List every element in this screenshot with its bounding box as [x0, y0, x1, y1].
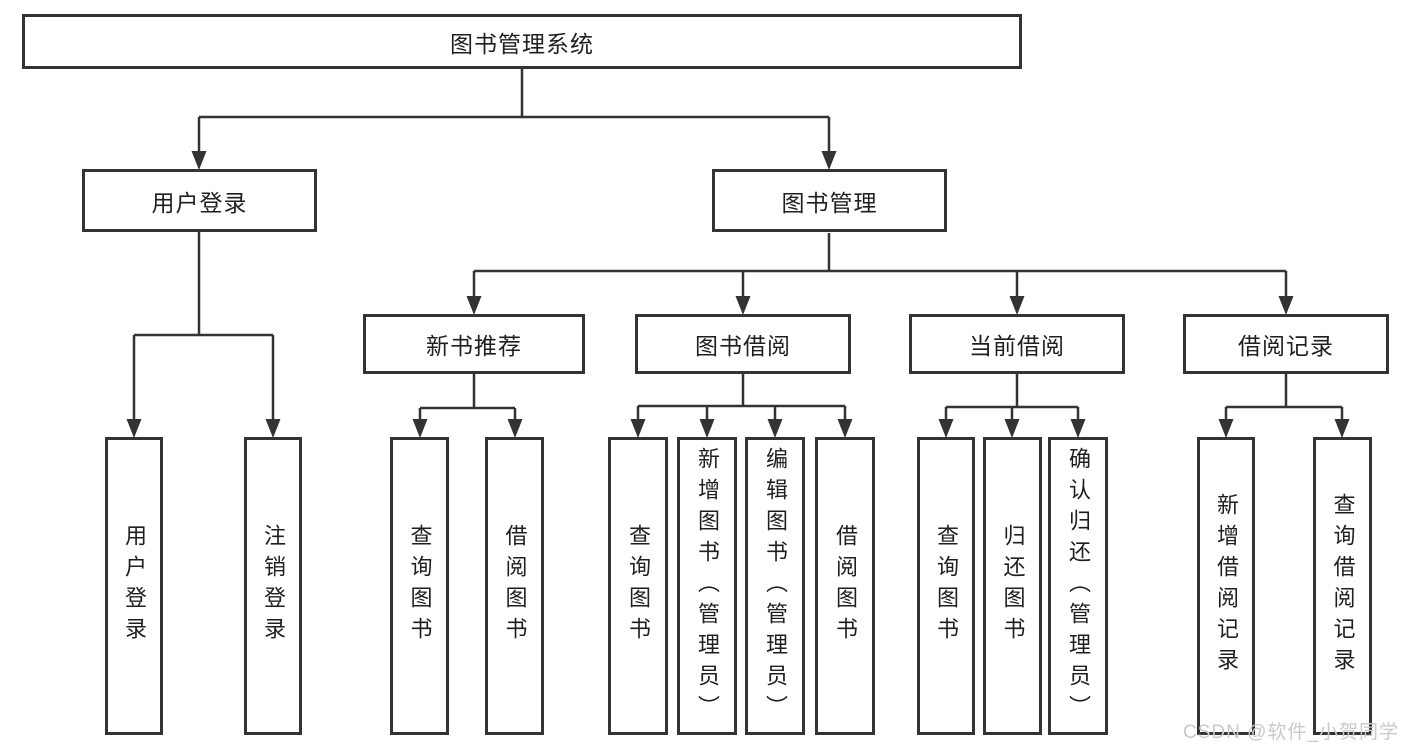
node-current-borrow-label: 当前借阅 — [969, 333, 1065, 359]
leaf-query-books-recommend: 查询图书 — [390, 437, 449, 735]
arrowhead — [191, 151, 207, 170]
leaf-add-book-admin-label: 新增图书（管理员） — [695, 446, 720, 726]
leaf-return-book: 归还图书 — [983, 437, 1042, 735]
connector-bookborrow-to-leaves — [630, 374, 853, 438]
node-new-book-recommend-label: 新书推荐 — [426, 333, 522, 359]
leaf-query-books-borrow: 查询图书 — [608, 437, 668, 735]
node-book-borrow: 图书借阅 — [635, 314, 851, 374]
arrowhead — [412, 419, 428, 438]
node-user-login-label: 用户登录 — [151, 189, 248, 216]
node-new-book-recommend: 新书推荐 — [363, 314, 585, 374]
node-current-borrow: 当前借阅 — [909, 314, 1125, 374]
leaf-add-book-admin: 新增图书（管理员） — [677, 437, 737, 735]
arrowhead — [821, 151, 837, 170]
node-user-login: 用户登录 — [82, 169, 317, 232]
leaf-edit-book-admin: 编辑图书（管理员） — [745, 437, 805, 735]
arrowhead — [938, 419, 954, 438]
arrowhead — [735, 296, 751, 315]
connector-userlogin-to-leaves — [126, 232, 281, 438]
arrowhead — [1070, 419, 1086, 438]
arrowhead — [1278, 296, 1294, 315]
leaf-return-book-label: 归还图书 — [1000, 524, 1026, 648]
leaf-query-books-current-label: 查询图书 — [934, 524, 959, 648]
leaf-user-login-label: 用户登录 — [122, 524, 147, 648]
leaf-confirm-return-admin: 确认归还（管理员） — [1048, 437, 1108, 735]
leaf-borrow-books-recommend: 借阅图书 — [485, 437, 544, 735]
node-borrow-records-label: 借阅记录 — [1238, 333, 1334, 359]
leaf-logout: 注销登录 — [244, 437, 302, 735]
node-root: 图书管理系统 — [22, 14, 1022, 69]
leaf-borrow-books: 借阅图书 — [815, 437, 875, 735]
leaf-query-books-current: 查询图书 — [917, 437, 975, 735]
leaf-add-borrow-record-label: 新增借阅记录 — [1214, 493, 1239, 679]
arrowhead — [507, 419, 523, 438]
connector-bookmgmt-to-level3 — [466, 233, 1294, 315]
leaf-query-books-borrow-label: 查询图书 — [626, 524, 651, 648]
arrowhead — [466, 296, 482, 315]
arrowhead — [699, 419, 715, 438]
arrowhead — [1218, 419, 1234, 438]
arrowhead — [265, 419, 281, 438]
leaf-logout-label: 注销登录 — [261, 524, 286, 648]
connector-currentborrow-to-leaves — [938, 374, 1086, 438]
arrowhead — [1334, 419, 1350, 438]
leaf-query-books-recommend-label: 查询图书 — [407, 524, 433, 648]
arrowhead — [767, 419, 783, 438]
leaf-query-borrow-record-label: 查询借阅记录 — [1330, 493, 1356, 679]
leaf-query-borrow-record: 查询借阅记录 — [1313, 437, 1372, 735]
arrowhead — [1009, 296, 1025, 315]
leaf-user-login: 用户登录 — [105, 437, 163, 735]
leaf-borrow-books-recommend-label: 借阅图书 — [502, 524, 528, 648]
leaf-borrow-books-label: 借阅图书 — [833, 524, 858, 648]
leaf-edit-book-admin-label: 编辑图书（管理员） — [763, 446, 788, 726]
csdn-watermark: CSDN @软件_小贺同学 — [1183, 722, 1399, 743]
arrowhead — [837, 419, 853, 438]
leaf-confirm-return-admin-label: 确认归还（管理员） — [1066, 446, 1091, 726]
connector-newbook-to-leaves — [412, 374, 523, 438]
arrowhead — [1004, 419, 1020, 438]
node-book-management: 图书管理 — [712, 169, 947, 232]
arrowhead — [126, 419, 142, 438]
arrowhead — [630, 419, 646, 438]
node-borrow-records: 借阅记录 — [1183, 314, 1389, 374]
node-book-management-label: 图书管理 — [781, 189, 878, 216]
node-root-label: 图书管理系统 — [450, 30, 594, 57]
connector-borrowrecords-to-leaves — [1218, 374, 1350, 438]
node-book-borrow-label: 图书借阅 — [695, 333, 791, 359]
connector-root-to-level2 — [191, 69, 837, 170]
leaf-add-borrow-record: 新增借阅记录 — [1197, 437, 1255, 735]
